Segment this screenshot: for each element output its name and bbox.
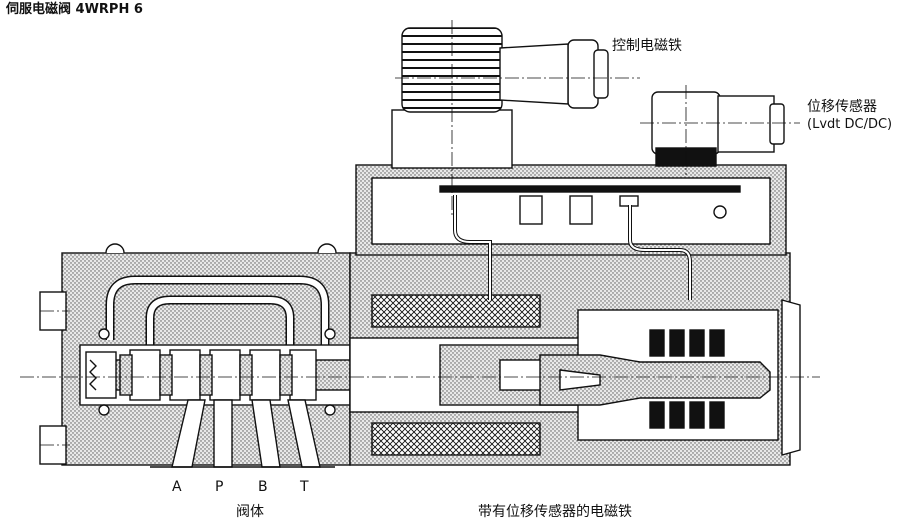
- port-label-t: T: [300, 479, 309, 495]
- label-valve-body: 阀体: [236, 504, 264, 520]
- label-solenoid-with-sensor: 带有位移传感器的电磁铁: [478, 504, 632, 520]
- port-p-channel: [213, 399, 233, 468]
- lifting-eye-left: [105, 243, 125, 254]
- diagram-title: 伺服电磁阀 4WRPH 6: [6, 2, 143, 17]
- lower-coil: [371, 422, 541, 456]
- port-label-b: B: [258, 479, 268, 495]
- right-end-cover: [781, 299, 801, 456]
- spring-chamber: [85, 351, 117, 399]
- upper-coil: [371, 294, 541, 328]
- lifting-eye-right: [317, 243, 337, 254]
- port-label-p: P: [215, 479, 224, 495]
- circuit-board: [439, 185, 741, 193]
- label-sensor-name: 位移传感器: [807, 99, 877, 115]
- label-control-solenoid: 控制电磁铁: [612, 38, 682, 54]
- sensor-connector-gland: [717, 95, 775, 153]
- port-label-a: A: [172, 479, 182, 495]
- label-sensor-type: (Lvdt DC/DC): [807, 117, 893, 132]
- sensor-core: [539, 354, 771, 406]
